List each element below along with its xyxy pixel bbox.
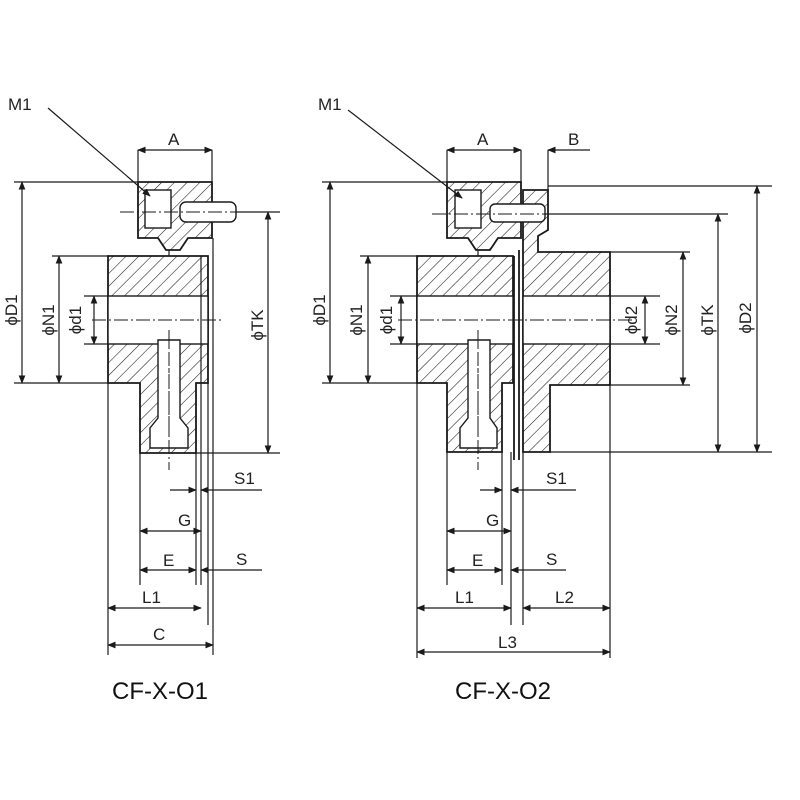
label-n1: ϕN1 xyxy=(347,304,366,335)
coupling-cf-x-o1: M1 A ϕD1 ϕN1 ϕd1 ϕTK S1 G E S L1 C CF-X-… xyxy=(2,95,280,705)
label-n1: ϕN1 xyxy=(39,304,58,335)
label-c: C xyxy=(153,625,165,644)
label-g: G xyxy=(486,511,499,530)
label-l2: L2 xyxy=(555,588,574,607)
label-l1: L1 xyxy=(142,588,161,607)
label-g: G xyxy=(178,511,191,530)
label-e: E xyxy=(163,551,174,570)
label-d1: ϕD1 xyxy=(2,294,21,325)
label-s1: S1 xyxy=(234,469,255,488)
label-s1: S1 xyxy=(546,469,567,488)
label-s: S xyxy=(236,550,247,569)
label-l3: L3 xyxy=(498,633,517,652)
label-tk: ϕTK xyxy=(248,309,267,341)
label-l1: L1 xyxy=(455,588,474,607)
coupling-cf-x-o2: M1 A B ϕD1 ϕN1 ϕd1 ϕd2 ϕN2 ϕTK ϕD2 S1 G … xyxy=(310,95,772,705)
label-n2: ϕN2 xyxy=(662,304,681,335)
label-d1-small: ϕd1 xyxy=(377,306,396,334)
title-cf-x-o1: CF-X-O1 xyxy=(112,678,208,705)
title-cf-x-o2: CF-X-O2 xyxy=(455,678,551,705)
label-m1: M1 xyxy=(8,95,32,114)
label-b: B xyxy=(568,130,579,149)
label-a: A xyxy=(168,130,180,149)
label-d2: ϕD2 xyxy=(736,302,755,333)
label-a: A xyxy=(477,130,489,149)
label-tk: ϕTK xyxy=(698,304,717,336)
label-d2-small: ϕd2 xyxy=(622,306,641,334)
label-s: S xyxy=(546,550,557,569)
label-e: E xyxy=(472,551,483,570)
label-d1: ϕD1 xyxy=(310,294,329,325)
label-m1: M1 xyxy=(318,95,342,114)
label-d1-small: ϕd1 xyxy=(66,306,85,334)
